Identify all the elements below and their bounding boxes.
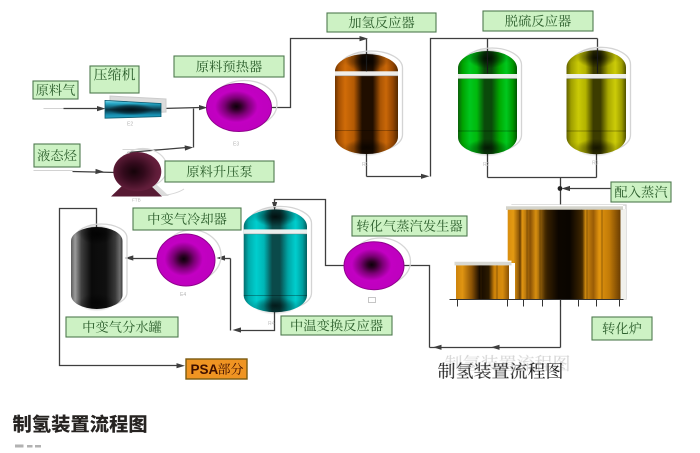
svg-text:E3: E3 (233, 142, 239, 148)
svg-text:E4: E4 (180, 292, 186, 298)
svg-text:E2: E2 (127, 122, 133, 128)
svg-text:R2: R2 (483, 162, 490, 168)
svg-text:R1: R1 (362, 162, 369, 168)
svg-text:R4: R4 (268, 321, 275, 327)
svg-text:FTB: FTB (132, 198, 141, 203)
svg-text:PSA: PSA (191, 362, 219, 377)
svg-text:R3: R3 (592, 161, 599, 167)
